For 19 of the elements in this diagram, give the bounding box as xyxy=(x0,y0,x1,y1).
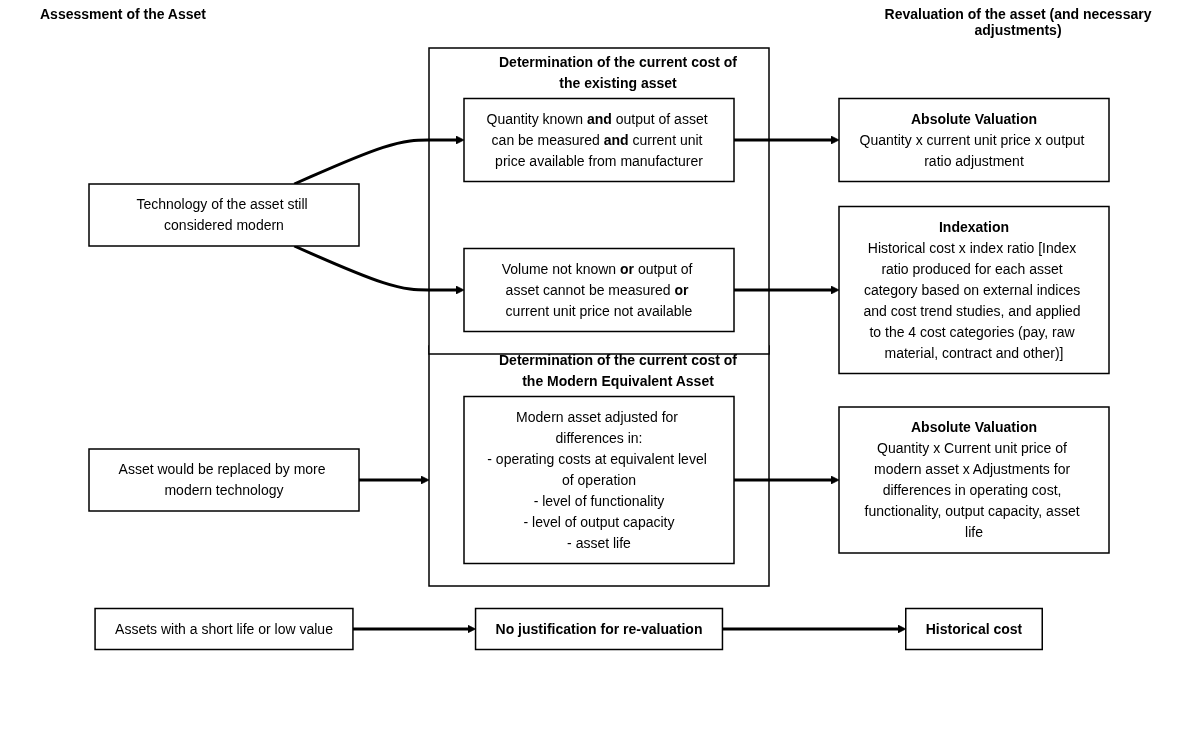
arrow xyxy=(359,475,430,485)
node-box: Technology of the asset still considered modern xyxy=(88,183,360,247)
arrow xyxy=(352,624,476,634)
node-box: Asset would be replaced by more modern technology xyxy=(88,448,360,512)
node-box: Historical cost xyxy=(905,607,1043,651)
node-box: Quantity known and output of asset can be measured and current unit price available from manufacturer xyxy=(463,97,735,183)
node-box: Absolute Valuation Quantity x current unit price x output ratio adjustment xyxy=(838,97,1110,183)
arrow xyxy=(734,475,840,485)
column-heading: Revaluation of the asset (and necessary adjustments) xyxy=(883,6,1153,40)
node-box: Modern asset adjusted for differences in: - operating costs at equivalent level of operation - level of functionality - level of output capacity - asset life xyxy=(463,395,735,565)
node-box: Absolute Valuation Quantity x Current unit price of modern asset x Adjustments for differences in operating cost, functionality, output capacity, asset life xyxy=(838,406,1110,554)
node-box: Volume not known or output of asset cannot be measured or current unit price not available xyxy=(463,247,735,333)
arrow xyxy=(734,135,840,145)
node-box: Assets with a short life or low value xyxy=(94,607,354,651)
arrow xyxy=(293,135,465,186)
column-heading: Assessment of the Asset xyxy=(40,6,206,24)
node-box: Indexation Historical cost x index ratio [Index ratio produced for each asset category based on external indices and cost trend studies, and applied to the 4 cost categories (pay, raw material, contract and other)] xyxy=(838,205,1110,375)
node-box: No justification for re-valuation xyxy=(474,607,724,651)
arrow xyxy=(734,285,840,295)
